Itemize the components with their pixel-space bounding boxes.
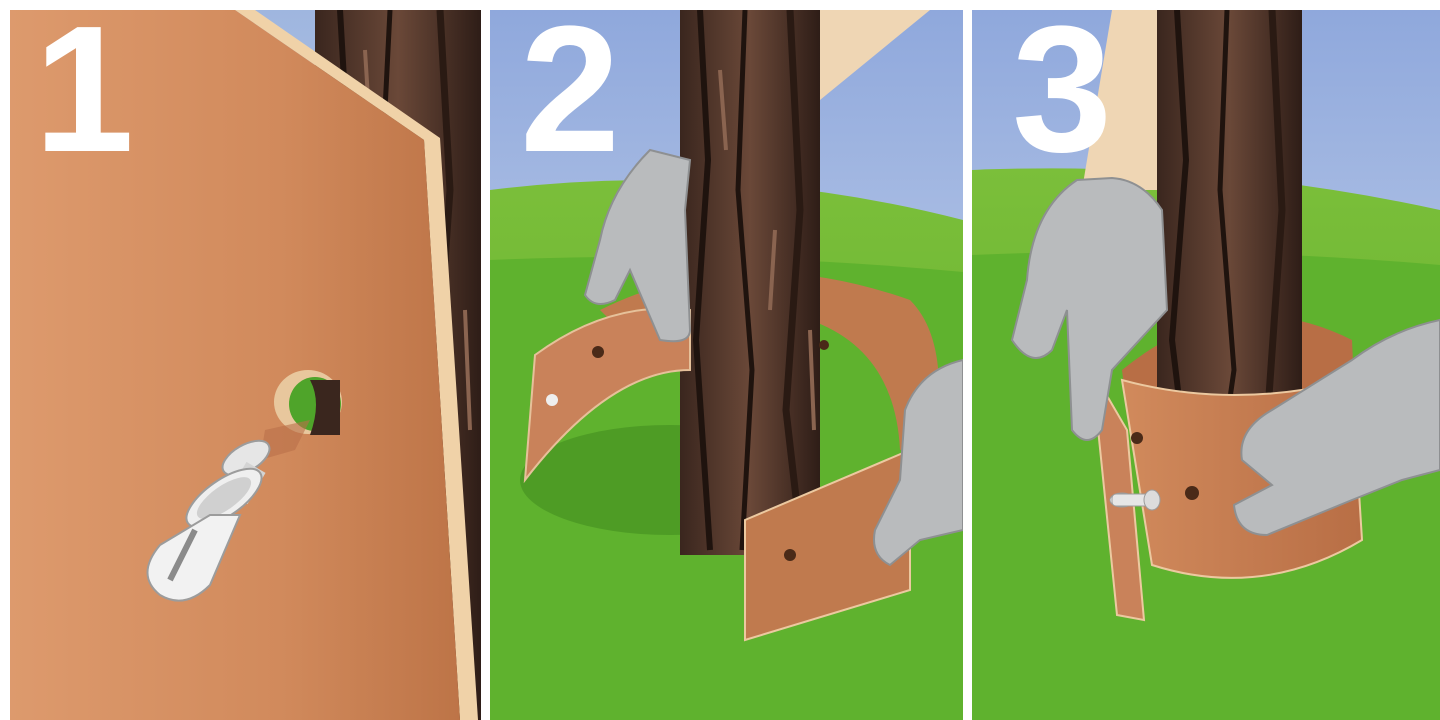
step-number: 3: [1012, 10, 1112, 170]
step-number: 2: [520, 10, 620, 170]
step-3-panel: 3: [972, 10, 1440, 720]
step-1-panel: 1: [10, 10, 481, 720]
fastener: [546, 394, 558, 406]
step-number: 1: [34, 10, 134, 170]
step-2-panel: 2: [490, 10, 963, 720]
